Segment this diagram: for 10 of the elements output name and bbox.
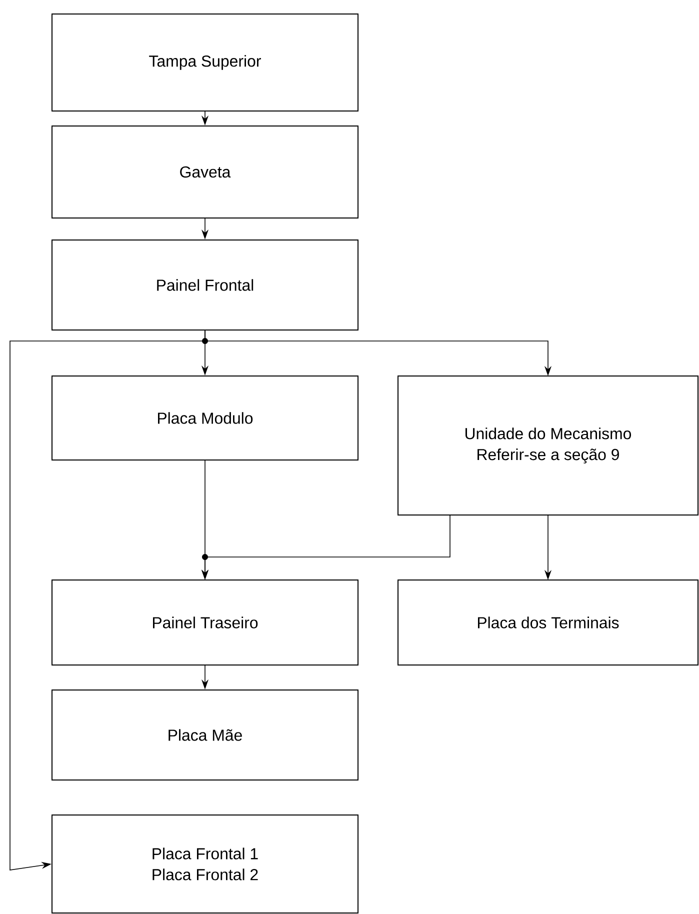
process-box: Placa Frontal 1 Placa Frontal 2 [52,814,358,914]
process-box: Tampa Superior [52,14,358,112]
process-box: Unidade do Mecanismo Referir-se a seção 9 [398,376,698,516]
process-box: Placa dos Terminais [398,580,698,666]
process-box: Painel Frontal [52,240,358,330]
process-box: Placa Modulo [52,376,358,460]
process-box: Painel Traseiro [52,580,358,666]
process-box: Gaveta [52,126,358,218]
process-box: Placa Mãe [52,690,358,780]
arrow [10,330,206,870]
